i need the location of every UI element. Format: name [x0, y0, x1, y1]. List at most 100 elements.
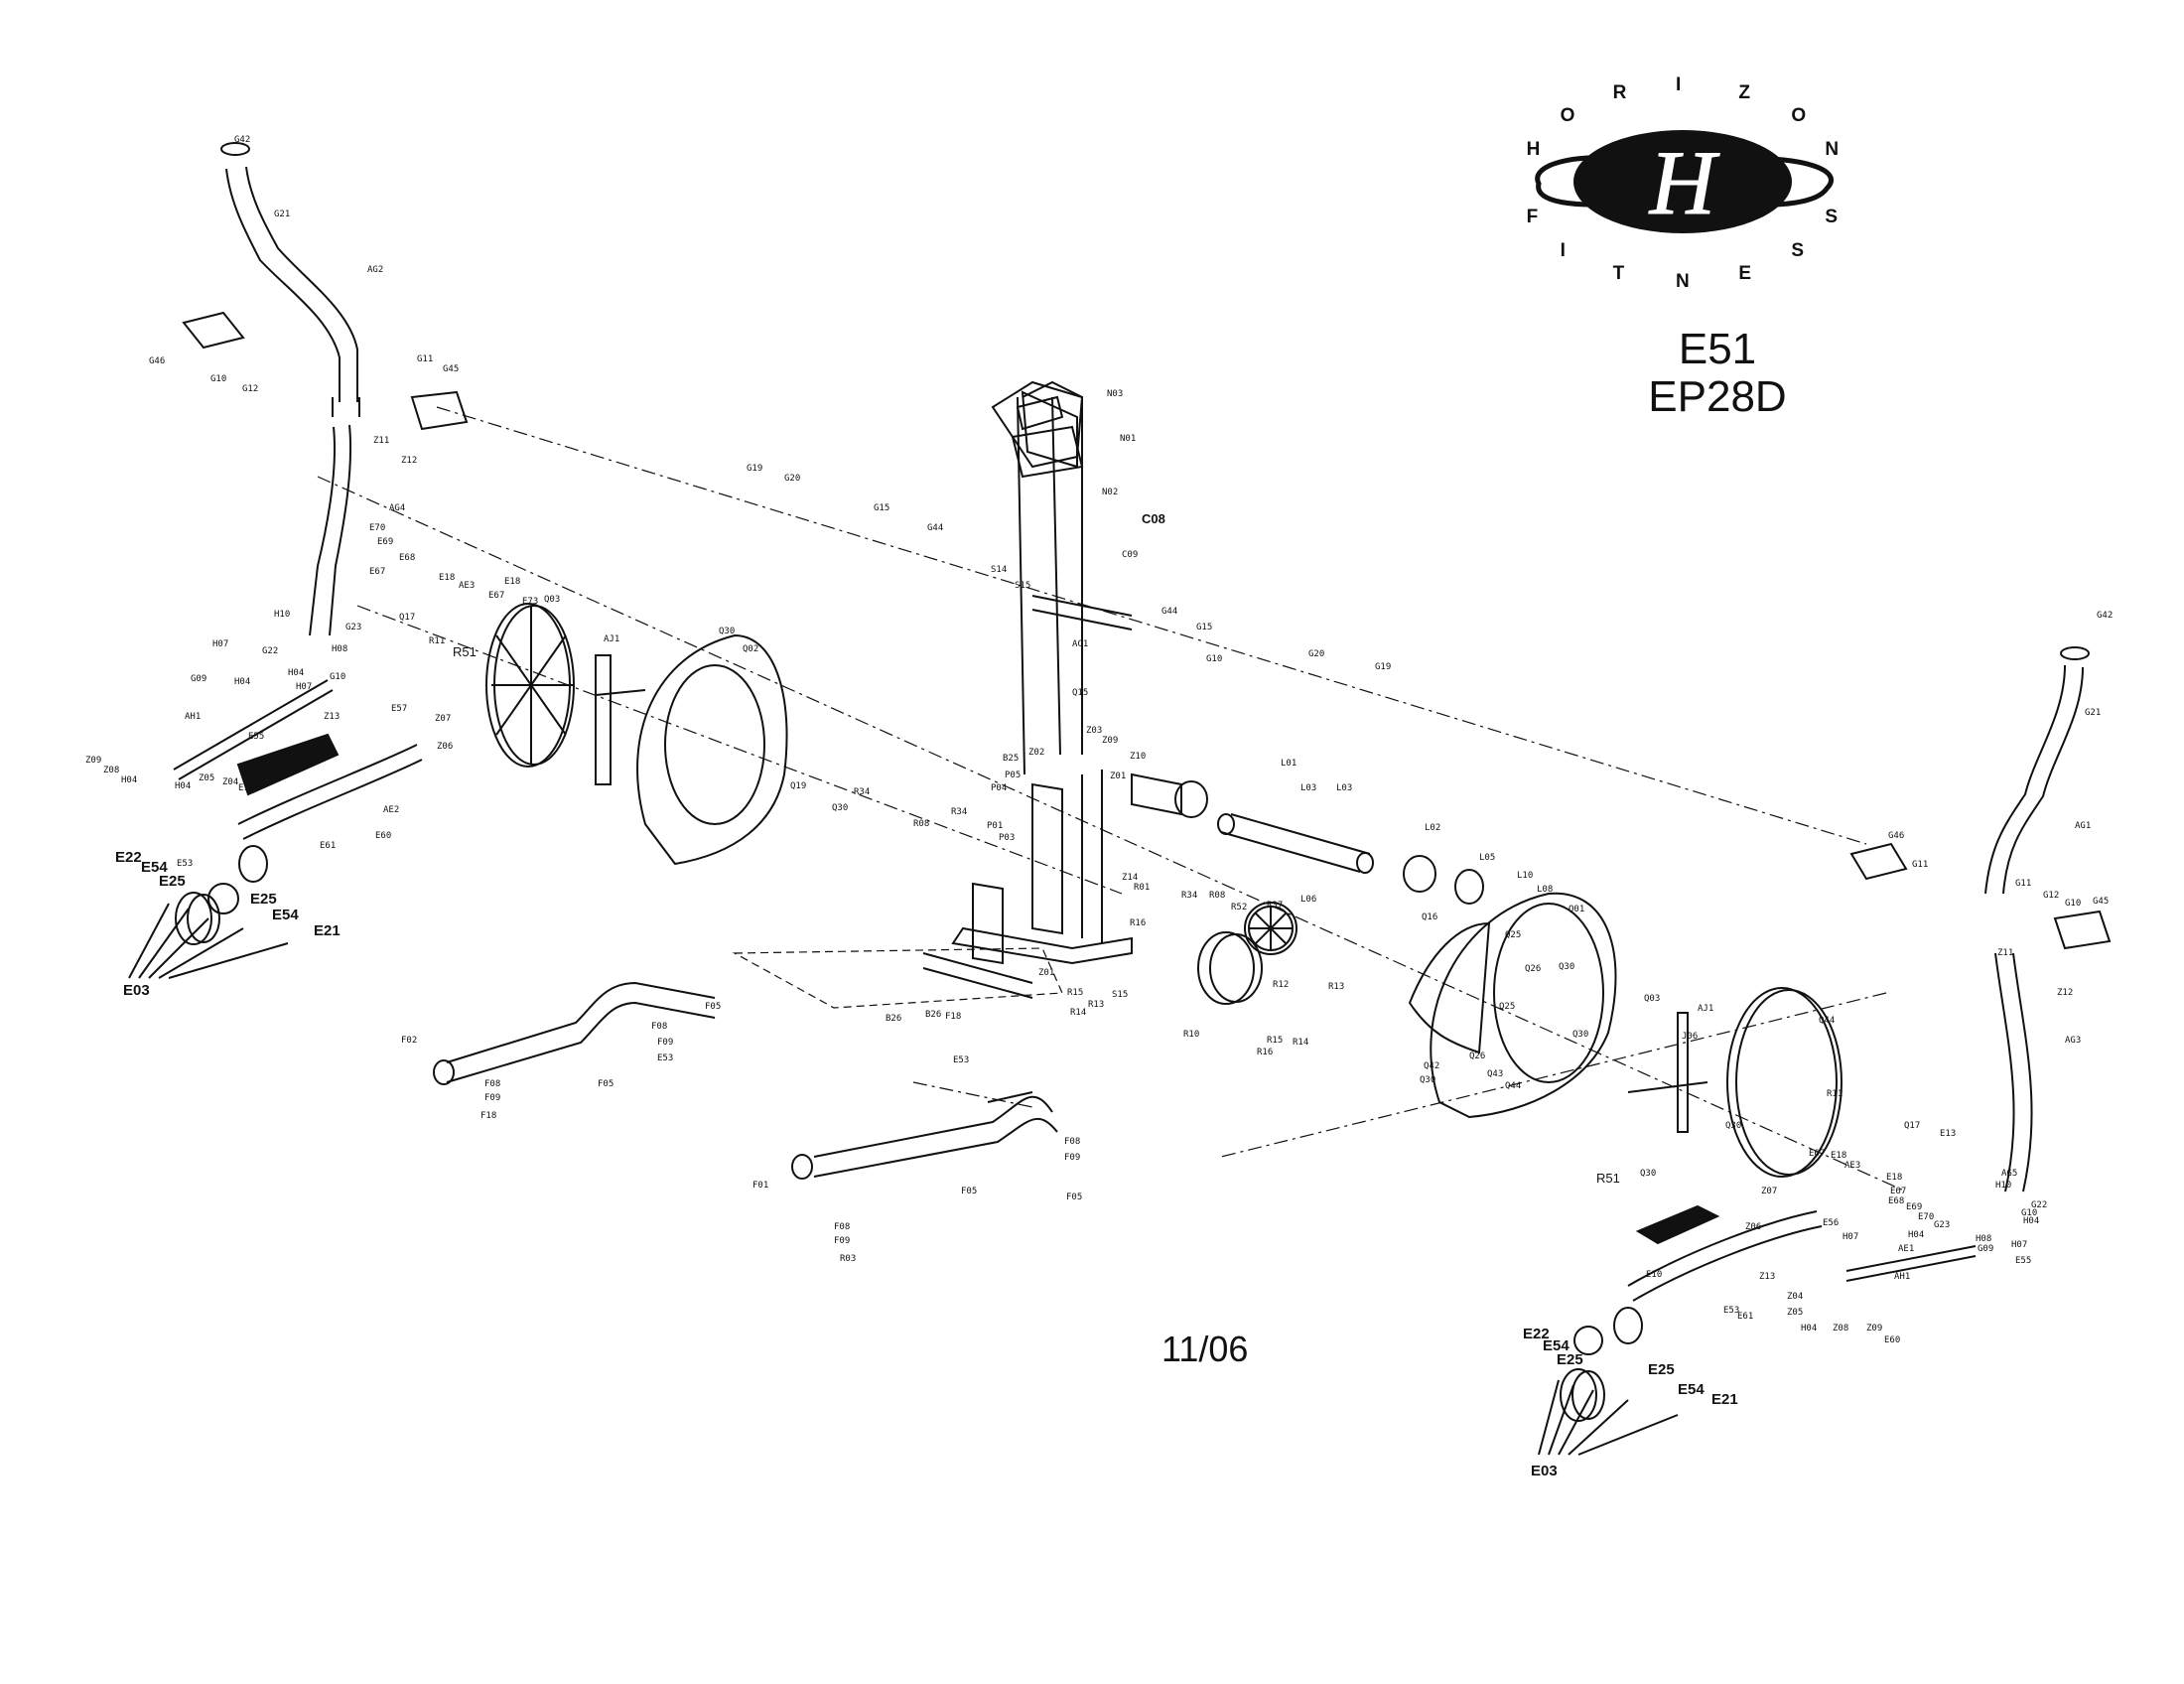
part-label: Z04: [1787, 1292, 1804, 1302]
assembly-axes: [317, 406, 1907, 1193]
part-label: G12: [2043, 891, 2060, 901]
part-label: E53: [953, 1055, 970, 1065]
part-label: AG4: [389, 503, 406, 513]
part-label: F01: [752, 1181, 769, 1191]
part-label: B26: [925, 1010, 942, 1020]
part-label: G19: [747, 464, 763, 474]
part-label: R03: [840, 1254, 857, 1264]
part-label: E53: [657, 1053, 674, 1063]
logo-letter: I: [1676, 73, 1682, 95]
part-label: F18: [945, 1012, 962, 1022]
logo-letter: E: [1738, 263, 1752, 285]
part-label: G10: [210, 374, 227, 384]
part-label: Q44: [1505, 1081, 1522, 1091]
part-label: Q03: [1644, 994, 1661, 1004]
crossbar-tube: [1031, 595, 1133, 631]
part-label: R37: [1267, 901, 1284, 911]
part-label: Q30: [1420, 1075, 1436, 1085]
part-label: R14: [1293, 1038, 1309, 1048]
part-label: L06: [1300, 895, 1317, 905]
part-label: E03: [123, 982, 150, 999]
main-frame: [922, 770, 1133, 999]
right-upper-handle: [1984, 646, 2090, 895]
part-label: F09: [834, 1236, 851, 1246]
part-label: Z06: [437, 742, 454, 752]
part-label: L02: [1425, 823, 1441, 833]
part-label: F09: [1064, 1153, 1081, 1163]
part-label: G22: [262, 646, 279, 656]
part-label: S15: [1112, 990, 1129, 1000]
part-label: N01: [1120, 434, 1137, 444]
part-label: P03: [999, 833, 1016, 843]
part-label: Q44: [1819, 1016, 1836, 1026]
model-number-ep28d: EP28D: [1648, 372, 1787, 421]
part-label: R16: [1257, 1048, 1274, 1057]
part-label: E69: [1906, 1202, 1923, 1212]
part-label: AH1: [185, 712, 202, 722]
part-label: Z01: [1038, 968, 1055, 978]
part-label: E61: [1737, 1312, 1754, 1322]
part-label: AG3: [2065, 1036, 2082, 1046]
part-label: G11: [417, 354, 434, 364]
part-label: R15: [1067, 988, 1084, 998]
part-label: E22: [115, 849, 142, 866]
left-lower-arm: [309, 424, 352, 636]
part-label: B26: [886, 1014, 902, 1024]
part-label: F05: [705, 1002, 722, 1012]
part-label: Z13: [324, 712, 341, 722]
part-label: E10: [238, 783, 255, 793]
part-label: N03: [1107, 389, 1124, 399]
part-label: E60: [375, 831, 392, 841]
part-label: Q25: [1505, 930, 1522, 940]
part-label: AG2: [367, 265, 384, 275]
part-label: G44: [1161, 607, 1178, 617]
part-label: E67: [1809, 1149, 1826, 1159]
part-label: H08: [1976, 1234, 1992, 1244]
part-label: E25: [1648, 1361, 1675, 1378]
logo-letter: N: [1825, 139, 1840, 161]
left-shroud-q02: [636, 633, 788, 866]
part-label: Q26: [1469, 1052, 1486, 1061]
part-label: G15: [1196, 623, 1213, 632]
part-label: E54: [1543, 1337, 1570, 1354]
left-roller-e03: [128, 883, 289, 979]
part-label: G44: [927, 523, 944, 533]
part-label: G23: [345, 623, 362, 632]
logo-letter: S: [1825, 206, 1839, 227]
part-label: E67: [1890, 1187, 1907, 1196]
left-upper-handle: [220, 142, 360, 417]
part-label: S15: [1015, 581, 1031, 591]
part-label: E57: [391, 704, 408, 714]
part-label: G21: [274, 210, 291, 219]
part-label: L01: [1281, 759, 1297, 769]
part-label: R10: [1183, 1030, 1200, 1040]
left-pedal-arm: [173, 679, 423, 883]
part-label: C08: [1142, 511, 1165, 526]
part-label: G46: [1888, 831, 1905, 841]
part-label: E69: [377, 537, 394, 547]
part-label: G22: [2031, 1200, 2048, 1210]
part-label: H08: [332, 644, 348, 654]
part-label: H07: [296, 682, 313, 692]
part-label: R34: [854, 787, 871, 797]
part-label: E54: [141, 859, 168, 876]
part-label: E18: [1886, 1173, 1903, 1183]
part-label: Q30: [719, 627, 736, 636]
part-label: Q30: [1640, 1169, 1657, 1179]
right-roller-e03: [1538, 1326, 1679, 1456]
part-label: AG1: [2075, 821, 2092, 831]
logo-letter: T: [1612, 263, 1625, 285]
part-label: E25: [159, 873, 186, 890]
part-label: R08: [913, 819, 930, 829]
logo-letter: N: [1676, 271, 1690, 293]
part-label: AG5: [2001, 1169, 2018, 1179]
part-label: R13: [1088, 1000, 1105, 1010]
part-label: Z08: [1833, 1324, 1849, 1333]
part-label: H04: [175, 781, 192, 791]
part-label: Q42: [1424, 1061, 1440, 1071]
part-label: R14: [1070, 1008, 1087, 1018]
part-label: Q43: [1487, 1069, 1504, 1079]
part-label: C09: [1122, 550, 1139, 560]
part-label: AJ1: [1698, 1004, 1714, 1014]
part-label: Z09: [1102, 736, 1119, 746]
